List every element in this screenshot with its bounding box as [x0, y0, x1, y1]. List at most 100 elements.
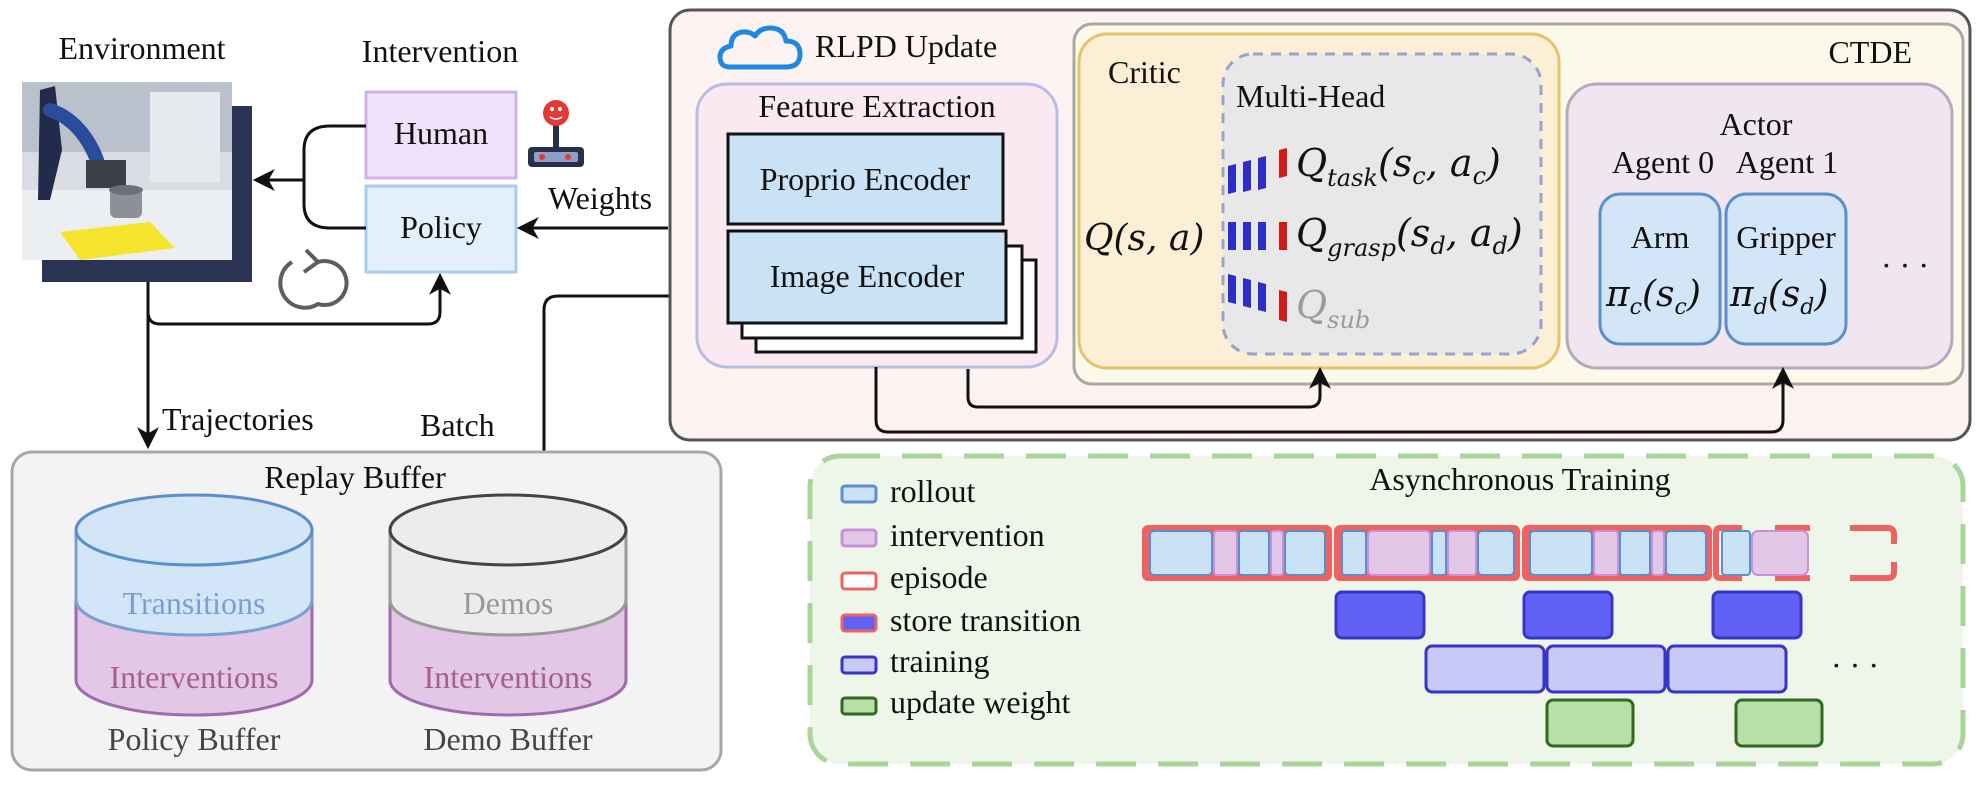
training-1: [1424, 644, 1546, 694]
robot-photo: [22, 82, 252, 282]
gripper-policy-label: πd(sd): [1729, 274, 1828, 320]
legend-intervention-label: intervention: [890, 517, 1045, 553]
arm-policy-label: πc(sc): [1605, 274, 1701, 320]
episode-3-rollout-2: [1619, 530, 1651, 576]
proprio-encoder-label: Proprio Encoder: [760, 161, 971, 197]
episode-4-in-progress: [1713, 525, 1897, 581]
legend-episode: episode: [840, 559, 988, 595]
rlpd-connectors: [874, 366, 1794, 434]
episode-1-intervention-1: [1213, 530, 1238, 576]
episode-1-rollout-2: [1238, 530, 1270, 576]
demo-buffer-interventions: Interventions: [424, 659, 593, 695]
image-encoder[interactable]: [726, 229, 1008, 325]
agent0-label: Agent 0: [1612, 144, 1714, 180]
episode-2-rollout-2: [1431, 530, 1447, 576]
rlpd-title: RLPD Update: [815, 28, 997, 64]
q-sub-label: Qsub: [1296, 283, 1370, 334]
legend-episode-label: episode: [890, 559, 988, 595]
update-weight-2: [1734, 698, 1824, 748]
store-transition-1: [1334, 590, 1426, 640]
q-head-task-bars-icon: [1228, 148, 1287, 194]
store-transition-3: [1711, 590, 1803, 640]
timeline-update-weight: [1545, 698, 1824, 748]
episode-3-rollout-3: [1665, 530, 1707, 576]
q-head-task: Qtask(sc, ac): [1228, 141, 1501, 194]
episode-1-intervention-2: [1270, 530, 1284, 576]
arm-label: Arm: [1631, 219, 1690, 255]
episode-2: [1334, 525, 1520, 581]
legend: rollout intervention episode store trans…: [840, 473, 1081, 720]
intervention-label: Intervention: [362, 33, 518, 69]
episode-4-rollout-1: [1721, 530, 1751, 576]
gripper-agent-box[interactable]: [1724, 192, 1848, 346]
episode-2-rollout-3: [1477, 530, 1515, 576]
cloud-icon: [717, 25, 803, 70]
rlpd-update: RLPD Update Feature Extraction Proprio E…: [668, 8, 1972, 442]
replay-buffer: Replay Buffer Transitions Interventions …: [10, 450, 723, 772]
training-3: [1666, 644, 1788, 694]
async-title: Asynchronous Training: [1369, 461, 1670, 497]
intervention: Intervention Human Policy: [278, 33, 584, 310]
batch-label: Batch: [420, 407, 495, 443]
proprio-encoder[interactable]: [726, 132, 1005, 226]
timeline-store-transitions: [1334, 590, 1803, 640]
trajectories-label: Trajectories: [162, 401, 314, 437]
legend-rollout-label: rollout: [890, 473, 975, 509]
legend-update-weight: update weight: [840, 684, 1071, 720]
multi-head-panel: [1221, 52, 1543, 356]
image-encoder-label: Image Encoder: [770, 258, 965, 294]
legend-update-weight-label: update weight: [890, 684, 1071, 720]
legend-intervention-swatch: [840, 528, 878, 548]
critic-label: Critic: [1108, 54, 1181, 90]
policy-buffer-caption: Policy Buffer: [108, 721, 281, 757]
demo-buffer-demos: Demos: [463, 585, 554, 621]
q-task-label: Qtask(sc, ac): [1296, 141, 1501, 192]
episode-2-rollout-1: [1341, 530, 1367, 576]
q-head-sub-bars-icon: [1228, 274, 1287, 322]
timeline-episodes: [1142, 525, 1897, 581]
legend-update-weight-swatch: [840, 696, 878, 716]
feature-extraction-title: Feature Extraction: [758, 88, 995, 124]
human-label: Human: [394, 115, 488, 151]
ctde-label: CTDE: [1828, 34, 1912, 70]
actor-label: Actor: [1720, 106, 1793, 142]
refresh-icon: [278, 248, 349, 310]
policy-buffer-cylinder: Transitions Interventions: [74, 493, 314, 717]
q-grasp-label: Qgrasp(sd, ad): [1296, 211, 1523, 262]
episode-3-intervention-1: [1593, 530, 1619, 576]
connector-lines: [137, 124, 694, 452]
episode-1: [1142, 525, 1332, 581]
legend-store-transition-label: store transition: [890, 602, 1081, 638]
policy-buffer-interventions: Interventions: [110, 659, 279, 695]
update-weight-1: [1545, 698, 1635, 748]
legend-training-swatch: [840, 655, 878, 675]
episode-3-rollout-1: [1529, 530, 1593, 576]
episode-4-intervention-1: [1751, 530, 1809, 576]
critic-q-sa: Q(s, a): [1084, 218, 1204, 259]
timeline-training: · · ·: [1424, 644, 1879, 694]
multi-head-label: Multi-Head: [1236, 78, 1385, 114]
async-training: Asynchronous Training rollout interventi…: [807, 453, 1966, 767]
agent1-label: Agent 1: [1736, 144, 1838, 180]
episode-2-intervention-2: [1447, 530, 1477, 576]
weights-label: Weights: [548, 180, 652, 216]
human-box[interactable]: [364, 90, 518, 180]
demo-buffer-caption: Demo Buffer: [423, 721, 592, 757]
environment-label: Environment: [58, 30, 225, 66]
q-head-grasp: Qgrasp(sd, ad): [1228, 211, 1523, 262]
joystick-icon: [528, 100, 584, 167]
legend-training-label: training: [890, 643, 990, 679]
arm-agent-box[interactable]: [1598, 192, 1722, 346]
actor-more-ellipsis: · · ·: [1881, 247, 1929, 283]
q-head-grasp-bars-icon: [1228, 222, 1287, 250]
legend-store-transition-swatch: [840, 613, 878, 633]
policy-label: Policy: [400, 209, 482, 245]
legend-episode-swatch: [840, 571, 878, 591]
legend-store-transition: store transition: [840, 602, 1081, 638]
episode-1-rollout-1: [1149, 530, 1213, 576]
environment: Environment: [22, 30, 252, 282]
episode-1-rollout-3: [1284, 530, 1326, 576]
training-2: [1545, 644, 1667, 694]
episode-3: [1522, 525, 1712, 581]
